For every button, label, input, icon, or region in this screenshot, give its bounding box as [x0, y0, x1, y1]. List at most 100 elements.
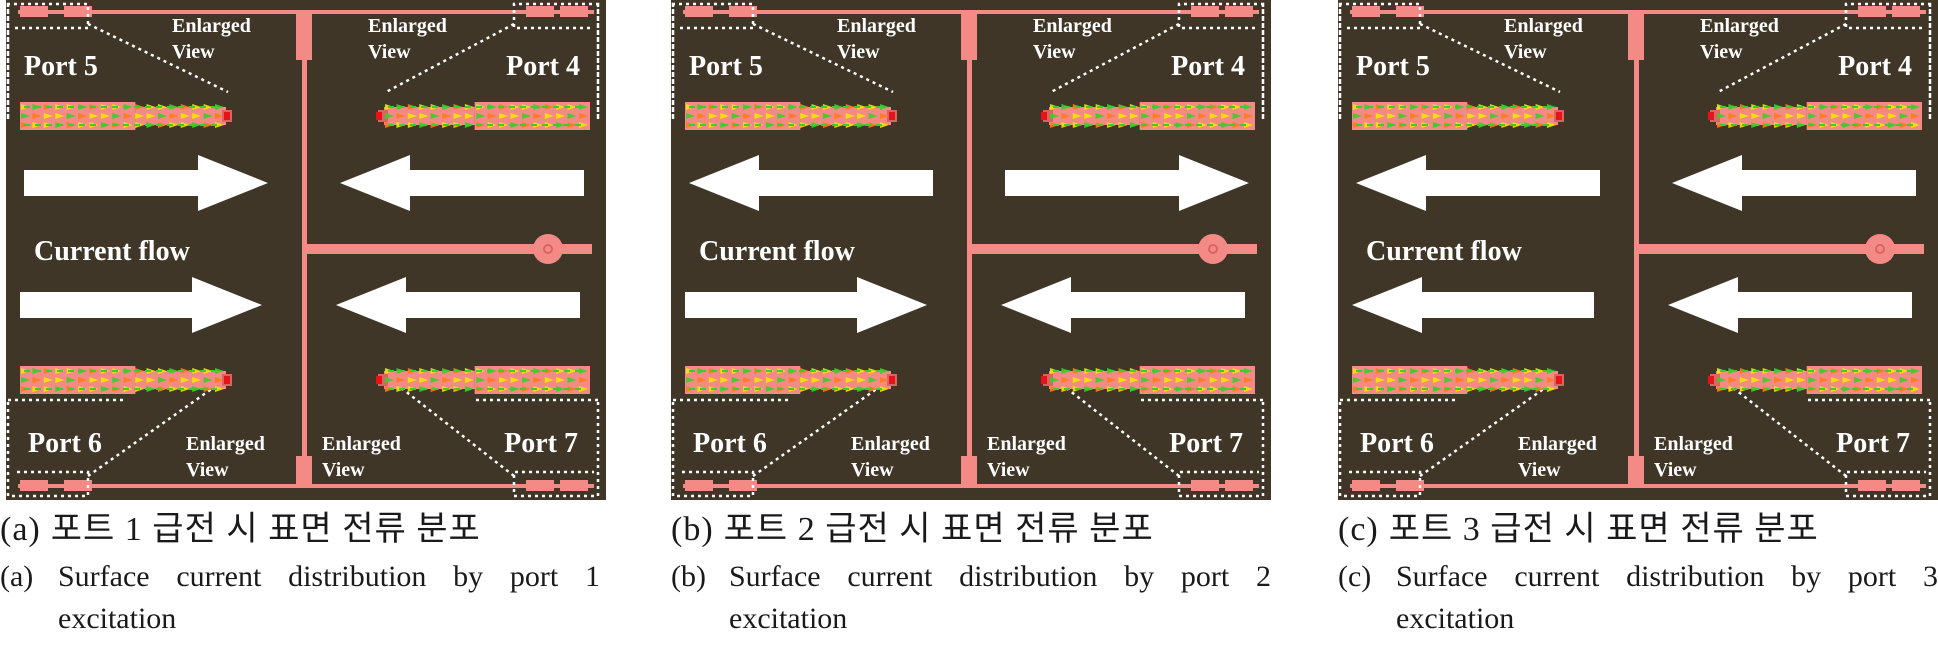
current-vector	[1186, 386, 1196, 392]
current-vector	[464, 113, 474, 119]
zoom-line	[752, 22, 894, 94]
feed-horizontal-trace	[1638, 244, 1924, 254]
caption-korean-text: 포트 1 급전 시 표면 전류 분포	[50, 511, 481, 548]
enlarged-box-top-left	[1338, 2, 1422, 120]
enlarged-label: View	[987, 459, 1030, 481]
current-vector	[868, 122, 878, 128]
enlarged-label: View	[1654, 459, 1697, 481]
terminal-pad	[1225, 6, 1253, 17]
current-vector	[123, 377, 133, 383]
current-vector	[66, 113, 76, 119]
current-vector	[1524, 113, 1534, 119]
current-vector	[180, 377, 190, 383]
current-vector	[1888, 113, 1898, 119]
current-vector	[1175, 113, 1185, 119]
current-vector	[533, 386, 543, 392]
current-vector	[533, 113, 543, 119]
current-vector	[556, 122, 566, 128]
current-vector	[203, 122, 213, 128]
enlarged-label: View	[322, 459, 365, 481]
current-vector	[100, 113, 110, 119]
current-vector	[157, 113, 167, 119]
enlarged-label: Enlarged	[1700, 15, 1779, 37]
current-vector	[1899, 377, 1909, 383]
current-vector	[1785, 377, 1795, 383]
current-vector	[215, 377, 224, 383]
enlarged-box-bottom-left	[1338, 400, 1422, 498]
current-vector	[1232, 386, 1242, 392]
current-vector	[1831, 377, 1841, 383]
current-vector	[1232, 377, 1242, 383]
current-vector	[1398, 377, 1408, 383]
current-vector	[777, 113, 787, 119]
current-vector	[697, 113, 707, 119]
current-vector	[521, 104, 531, 110]
current-vector	[1152, 113, 1162, 119]
current-line-bottom-left	[1352, 366, 1564, 394]
current-vector	[579, 368, 588, 374]
trace-tip	[1710, 374, 1720, 386]
current-vector	[1375, 113, 1385, 119]
current-vector	[556, 377, 566, 383]
zoom-line	[1419, 374, 1563, 478]
current-vector	[112, 377, 122, 383]
current-vector	[1244, 368, 1253, 374]
trace-narrow-section	[1467, 371, 1558, 389]
current-vector	[169, 122, 179, 128]
current-vector	[157, 377, 167, 383]
current-vector	[857, 104, 867, 110]
trace-tip	[1043, 374, 1053, 386]
current-vector	[811, 104, 821, 110]
zoom-line	[87, 22, 229, 94]
port-label: Port 5	[24, 51, 98, 82]
current-vector	[1164, 377, 1174, 383]
current-vector	[157, 122, 167, 128]
current-vector	[1819, 377, 1829, 383]
current-vector	[857, 113, 867, 119]
current-vector	[146, 122, 156, 128]
current-vector	[1899, 386, 1909, 392]
current-vector	[1911, 377, 1920, 383]
current-vector	[1876, 122, 1886, 128]
caption-a: (a)포트 1 급전 시 표면 전류 분포 (a) Surface curren…	[0, 510, 600, 640]
enlarged-box-top-right	[1844, 2, 1932, 120]
current-vector	[1410, 377, 1420, 383]
current-vector	[1221, 104, 1231, 110]
caption-label: (b)	[671, 560, 706, 593]
current-vector	[1524, 368, 1534, 374]
current-vector	[1467, 377, 1477, 383]
feed-horizontal-trace	[971, 244, 1257, 254]
trace-narrow-section	[1467, 107, 1558, 125]
current-vector	[822, 377, 832, 383]
current-vector	[1209, 377, 1219, 383]
current-vector	[1888, 377, 1898, 383]
current-vector	[868, 386, 878, 392]
terminal-pad	[685, 6, 713, 17]
current-vector	[1198, 113, 1208, 119]
current-arrow-top-right	[340, 155, 584, 211]
current-vector	[880, 386, 889, 392]
current-vector	[1751, 377, 1761, 383]
current-vector	[1853, 368, 1863, 374]
current-vector	[476, 377, 486, 383]
current-vector	[21, 377, 30, 383]
current-vector	[192, 122, 202, 128]
current-vector	[135, 377, 145, 383]
current-vector	[1899, 104, 1909, 110]
current-vector	[1221, 113, 1231, 119]
current-vector	[1785, 113, 1795, 119]
trace-tip	[378, 374, 388, 386]
current-vector	[146, 377, 156, 383]
center-stub-bottom	[296, 456, 312, 486]
current-arrow-top-left	[24, 155, 268, 211]
current-vector	[834, 368, 844, 374]
feed-connector-pin	[543, 244, 553, 254]
current-vector	[1398, 113, 1408, 119]
current-vector	[544, 104, 554, 110]
current-vector	[1899, 368, 1909, 374]
enlarged-label: Enlarged	[987, 433, 1066, 455]
